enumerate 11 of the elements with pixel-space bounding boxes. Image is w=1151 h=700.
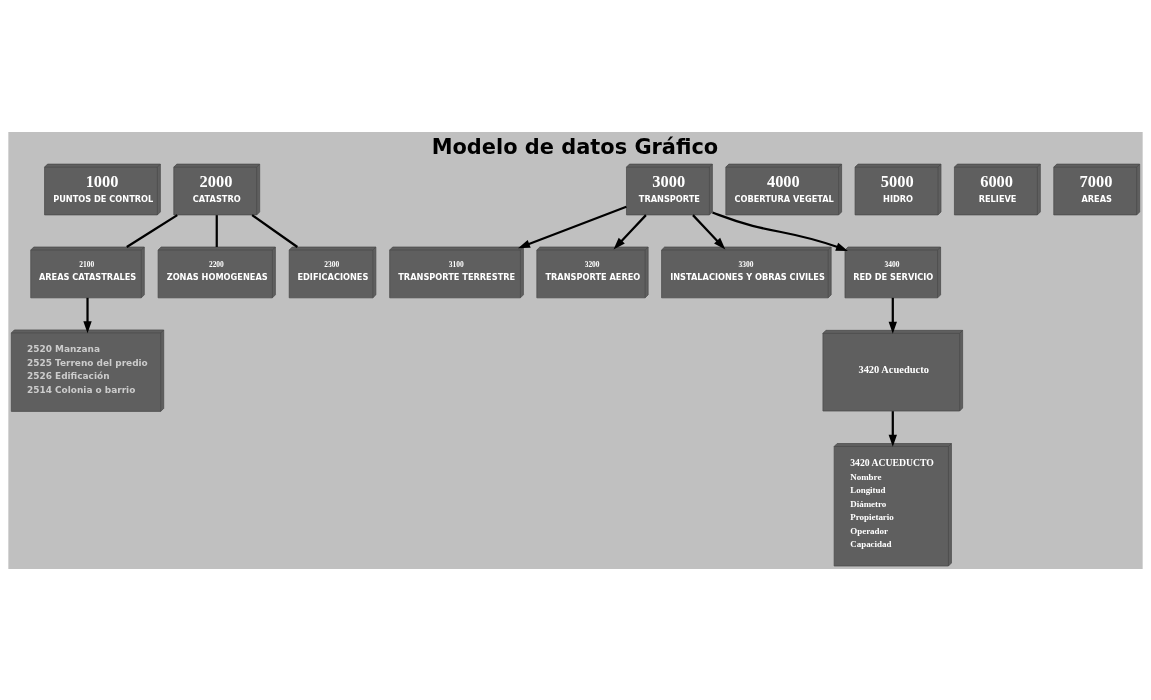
diagram-title: Modelo de datos Gráfico bbox=[431, 134, 719, 159]
arrow bbox=[888, 297, 897, 334]
arrow bbox=[712, 210, 848, 251]
connector bbox=[126, 213, 178, 248]
arrow bbox=[692, 213, 726, 249]
connector bbox=[251, 213, 299, 248]
arrow bbox=[888, 410, 897, 447]
arrow bbox=[83, 297, 92, 333]
connector bbox=[215, 214, 218, 247]
arrow bbox=[518, 205, 627, 248]
arrow bbox=[613, 213, 647, 249]
